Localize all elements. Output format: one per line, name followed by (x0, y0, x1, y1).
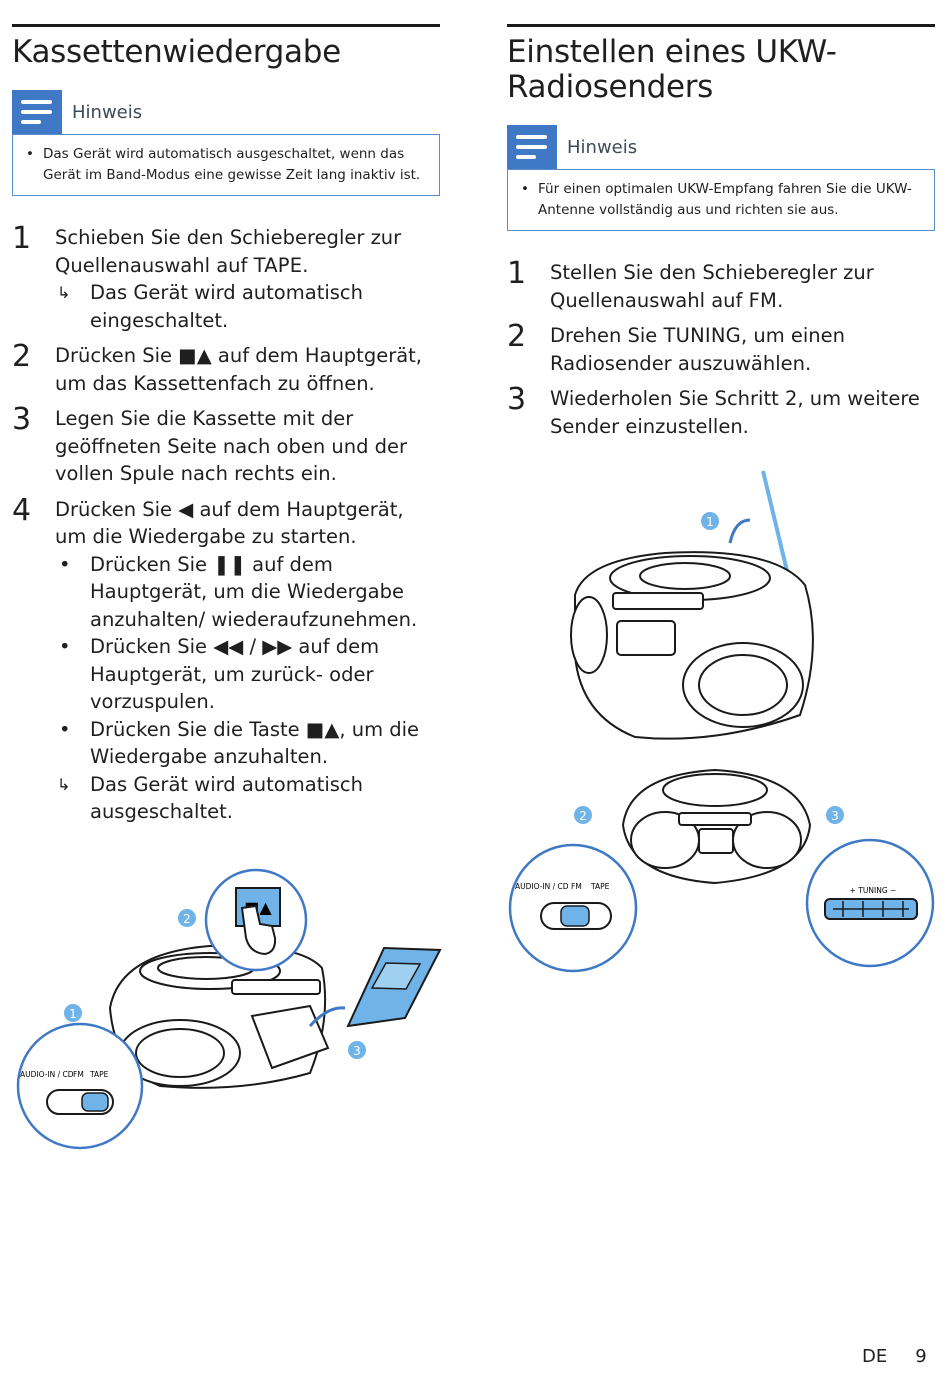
step-number: 1 (507, 256, 527, 291)
step-number: 1 (12, 221, 32, 256)
svg-text:1: 1 (706, 515, 714, 529)
section-title: Einstellen eines UKW- Radiosenders (507, 34, 837, 105)
insert-arrow-icon (308, 1006, 346, 1028)
note-box: • Das Gerät wird automatisch ausgeschalt… (12, 134, 440, 196)
fm-illustration: 1 2 3 AUDIO-IN / CD FM TAPE + TUNING − (508, 470, 935, 973)
note-icon (12, 90, 62, 134)
left-column: Kassettenwiedergabe Hinweis • Das Gerät … (12, 24, 440, 834)
antenna-arrow-icon (728, 518, 751, 544)
svg-text:1: 1 (69, 1007, 77, 1021)
switch-knob (560, 905, 590, 927)
bullet-icon: • (59, 635, 71, 658)
step: 2 Drücken Sie ■▲ auf dem Hauptgerät, um … (12, 339, 423, 395)
bold-term: TAPE (253, 253, 303, 277)
callout-1: 1 (701, 512, 719, 530)
step-result: ↳ Das Gerät wird automatisch ausgeschalt… (57, 772, 363, 824)
svg-text:3: 3 (353, 1044, 361, 1058)
boombox-drawing (570, 470, 814, 740)
note-header: Hinweis (12, 90, 440, 134)
switch-knob (81, 1092, 109, 1112)
callout-2: 2 (178, 909, 196, 927)
bullet-icon: • (59, 717, 71, 741)
callout-3: 3 (348, 1041, 366, 1059)
step-bullet: • Drücken Sie ❚❚ auf dem Hauptgerät, um … (59, 552, 418, 631)
svg-text:TAPE: TAPE (590, 882, 610, 891)
note-label: Hinweis (567, 136, 638, 158)
cassette-icon (346, 946, 442, 1028)
steps-list: 1 Stellen Sie den Schieberegler zur Quel… (507, 256, 935, 440)
svg-text:AUDIO-IN / CD: AUDIO-IN / CD (515, 882, 569, 891)
svg-text:TAPE: TAPE (89, 1070, 109, 1079)
source-switch-zoom (16, 1022, 144, 1150)
step-number: 2 (12, 339, 32, 374)
bold-term: FM (748, 288, 778, 312)
cassette-illustration: ■▲ 2 1 3 AUDIO-IN / CD FM TAPE (16, 868, 442, 1150)
result-arrow-icon: ↳ (57, 283, 71, 302)
step: 1 Stellen Sie den Schieberegler zur Quel… (507, 256, 874, 312)
step-result: ↳ Das Gerät wird automatisch eingeschalt… (57, 281, 363, 332)
step: 3 Wiederholen Sie Schritt 2, um weitere … (507, 382, 920, 438)
bullet-icon: • (26, 146, 34, 162)
callout-2: 2 (574, 806, 592, 824)
step-number: 4 (12, 492, 32, 528)
svg-text:FM: FM (73, 1070, 84, 1079)
step-number: 3 (507, 382, 527, 417)
result-arrow-icon: ↳ (57, 774, 71, 794)
callout-3: 3 (826, 806, 844, 824)
steps-list: 1 Schieben Sie den Schieberegler zur Que… (12, 221, 440, 826)
callout-1: 1 (64, 1004, 82, 1022)
svg-text:AUDIO-IN / CD: AUDIO-IN / CD (20, 1070, 74, 1079)
note-header: Hinweis (507, 125, 935, 169)
step-bullet: • Drücken Sie ◀◀ / ▶▶ auf dem Hauptgerät… (59, 635, 380, 713)
step: 2 Drehen Sie TUNING, um einen Radiosende… (507, 319, 846, 375)
note-text: Das Gerät wird automatisch ausgeschaltet… (43, 146, 421, 183)
language-code: DE (862, 1346, 888, 1367)
note-block: Hinweis • Das Gerät wird automatisch aus… (12, 90, 440, 196)
svg-text:2: 2 (183, 912, 191, 926)
section-title: Kassettenwiedergabe (12, 34, 341, 70)
svg-text:+ TUNING −: + TUNING − (850, 886, 897, 895)
bold-term: TUNING (663, 324, 741, 347)
note-box: • Für einen optimalen UKW-Empfang fahren… (507, 169, 935, 231)
step-number: 2 (507, 319, 527, 354)
note-block: Hinweis • Für einen optimalen UKW-Empfan… (507, 125, 935, 231)
svg-text:3: 3 (831, 809, 839, 823)
step: 1 Schieben Sie den Schieberegler zur Que… (12, 221, 440, 334)
right-column: Einstellen eines UKW- Radiosenders Hinwe… (507, 24, 935, 448)
note-icon (507, 125, 557, 169)
note-text: Für einen optimalen UKW-Empfang fahren S… (538, 181, 912, 218)
step: 3 Legen Sie die Kassette mit der geöffne… (12, 402, 408, 486)
stop-eject-icon: ■▲ (305, 717, 340, 741)
boombox-front-drawing (621, 768, 812, 885)
step: 4 Drücken Sie ◀ auf dem Hauptgerät, um d… (12, 492, 440, 826)
svg-text:FM: FM (571, 882, 582, 891)
play-icon: ◀ (178, 497, 194, 521)
bullet-icon: • (521, 181, 529, 197)
bullet-icon: • (59, 552, 71, 576)
step-number: 3 (12, 402, 32, 437)
title-rule (507, 24, 935, 27)
boombox-drawing (108, 944, 330, 1089)
pause-icon: ❚❚ (213, 552, 246, 576)
title-rule (12, 24, 440, 27)
rewind-forward-icon: ◀◀ / ▶▶ (213, 635, 293, 658)
hand-icon (240, 904, 277, 956)
svg-text:2: 2 (579, 809, 587, 823)
note-label: Hinweis (72, 101, 143, 123)
stop-eject-icon: ■▲ (178, 344, 212, 367)
page-number: 9 (915, 1346, 927, 1367)
page-footer: DE 9 (862, 1346, 927, 1367)
step-bullet: • Drücken Sie die Taste ■▲, um die Wiede… (59, 717, 420, 769)
